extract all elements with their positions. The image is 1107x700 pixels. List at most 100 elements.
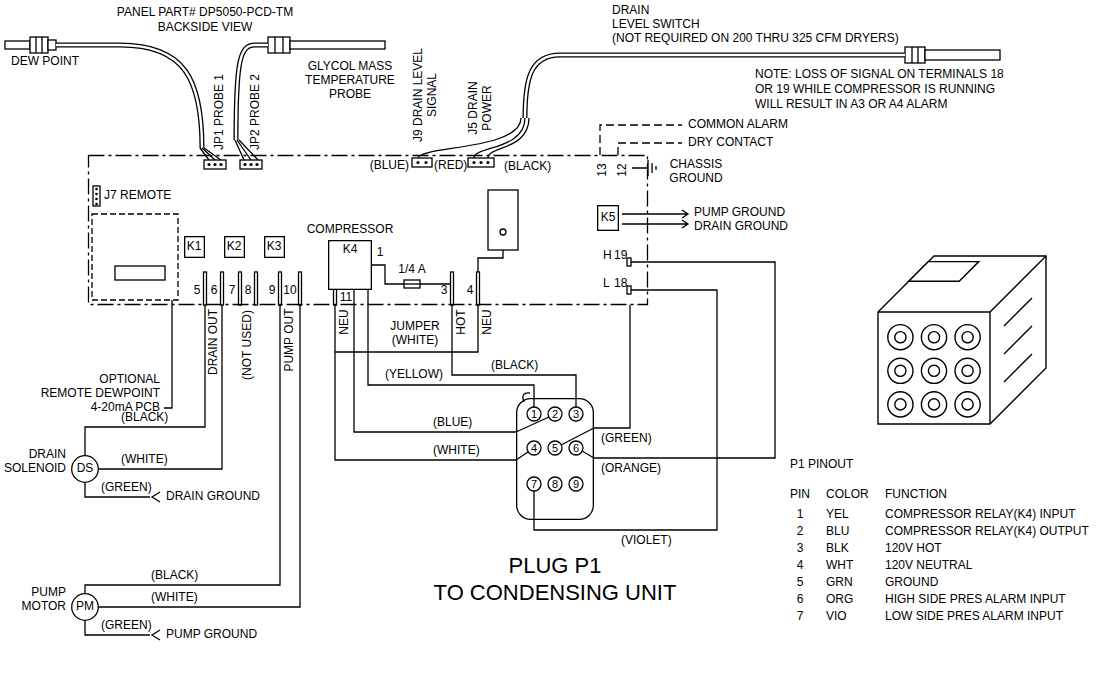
diagram-label: 3 bbox=[797, 542, 804, 556]
wire bbox=[99, 305, 300, 607]
diagram-label: 8 bbox=[245, 284, 252, 298]
diagram-label: H bbox=[603, 249, 612, 263]
diagram-label: ORG bbox=[826, 593, 853, 607]
diagram-label: PUMP bbox=[31, 586, 66, 600]
wire bbox=[335, 305, 516, 460]
diagram-label: YEL bbox=[826, 508, 849, 522]
diagram-label: 1/4 A bbox=[398, 263, 425, 277]
diagram-label: VIO bbox=[826, 610, 847, 624]
wire-color-label: (BLUE) bbox=[432, 416, 473, 430]
diagram-label: 6 bbox=[573, 442, 579, 455]
solenoid-symbol-text: DS bbox=[77, 462, 94, 476]
diagram-label: 6 bbox=[797, 593, 804, 607]
diagram-label: JUMPER bbox=[390, 320, 439, 334]
diagram-label: 3 bbox=[441, 284, 448, 298]
compressor-relay-text: COMPRESSOR bbox=[307, 223, 394, 237]
control-panel-text: PANEL PART# DP5050-PCD-TM bbox=[117, 6, 293, 20]
diagram-label: DRAIN bbox=[612, 4, 649, 18]
diagram-label: L bbox=[603, 277, 610, 291]
diagram-label: (BLUE) bbox=[370, 159, 409, 173]
diagram-label: SOLENOID bbox=[4, 462, 66, 476]
diagram-label: 120V HOT bbox=[885, 542, 942, 556]
diagram-label: 4 bbox=[531, 442, 537, 455]
diagram-label: DRAIN bbox=[29, 448, 66, 462]
compressor-relay: COMPRESSORK4 bbox=[328, 240, 372, 290]
diagram-label: GROUND bbox=[885, 576, 938, 590]
wire-color-label: (BLACK) bbox=[150, 569, 199, 583]
diagram-label: 9 bbox=[269, 284, 276, 298]
diagram-label: (NOT REQUIRED ON 200 THRU 325 CFM DRYERS… bbox=[612, 32, 899, 46]
diagram-label: 5 bbox=[552, 442, 558, 455]
wire-color-label: (WHITE) bbox=[432, 444, 481, 458]
diagram-label: 12 bbox=[616, 163, 630, 176]
wire-color-label: (WHITE) bbox=[150, 591, 199, 605]
diagram-label: P1 PINOUT bbox=[790, 458, 853, 472]
diagram-label: NEU bbox=[481, 309, 495, 334]
wire bbox=[534, 290, 717, 530]
wire bbox=[452, 305, 576, 398]
diagram-label: COMMON ALARM bbox=[688, 118, 788, 132]
wire-color-label: (BLACK) bbox=[120, 411, 169, 425]
diagram-label: 1 bbox=[377, 246, 384, 260]
diagram-label: 8 bbox=[552, 478, 558, 491]
diagram-label: WILL RESULT IN A3 OR A4 ALARM bbox=[755, 98, 948, 112]
diagram-label: DRAIN GROUND bbox=[694, 220, 788, 234]
diagram-label: 13 bbox=[596, 163, 610, 176]
relay-box-text: K3 bbox=[267, 240, 282, 254]
diagram-label: PUMP OUT bbox=[283, 308, 297, 371]
diagram-label: DRAIN GROUND bbox=[166, 490, 260, 504]
diagram-label: (NOT USED) bbox=[241, 310, 255, 380]
diagram-label: DRY CONTACT bbox=[688, 136, 773, 150]
diagram-label: 4 bbox=[797, 559, 804, 573]
diagram-label: 10 bbox=[283, 284, 296, 298]
diagram-label: JP2 PROBE 2 bbox=[249, 74, 263, 150]
diagram-label: DRAIN OUT bbox=[207, 309, 221, 375]
diagram-label: 7 bbox=[531, 478, 537, 491]
wire-color-label: (VIOLET) bbox=[620, 534, 673, 548]
wire-color-label: (YELLOW) bbox=[384, 368, 444, 382]
diagram-label: 3 bbox=[573, 408, 579, 421]
relay-box-text: K2 bbox=[227, 240, 242, 254]
motor-symbol-text: PM bbox=[76, 600, 94, 614]
plug-connector-text: PLUG P1 bbox=[509, 553, 602, 578]
diagram-label: COMPRESSOR RELAY(K4) INPUT bbox=[885, 508, 1075, 522]
diagram-label: JP1 PROBE 1 bbox=[213, 74, 227, 150]
diagram-label: 19 bbox=[614, 249, 627, 263]
diagram-label: (GREEN) bbox=[101, 619, 152, 633]
diagram-label: (BLACK) bbox=[504, 160, 551, 174]
diagram-label: PIN bbox=[790, 488, 810, 502]
diagram-label: 18 bbox=[614, 277, 627, 291]
diagram-label: J5 DRAIN POWER bbox=[467, 72, 495, 144]
diagram-label: PUMP GROUND bbox=[694, 206, 785, 220]
wire-color-label: (ORANGE) bbox=[600, 462, 662, 476]
solenoid-symbol: DS bbox=[71, 455, 99, 483]
diagram-label: DEW POINT bbox=[11, 55, 79, 69]
diagram-label: J7 REMOTE bbox=[104, 189, 171, 203]
wire-color-label: (WHITE) bbox=[120, 453, 169, 467]
diagram-label: WHT bbox=[826, 559, 853, 573]
diagram-label: 9 bbox=[573, 478, 579, 491]
diagram-label: PUMP GROUND bbox=[166, 628, 257, 642]
diagram-label: GLYCOL MASS TEMPERATURE PROBE bbox=[288, 60, 413, 101]
diagram-label: HIGH SIDE PRES ALARM INPUT bbox=[885, 593, 1066, 607]
diagram-label: OPTIONAL bbox=[99, 373, 160, 387]
wire-color-label: (BLACK) bbox=[490, 359, 539, 373]
wire-color-label: (GREEN) bbox=[600, 432, 653, 446]
control-panel: PANEL PART# DP5050-PCD-TMBACKSIDE VIEWK1… bbox=[88, 155, 648, 305]
wire bbox=[85, 305, 280, 593]
diagram-label: NEU bbox=[338, 309, 352, 334]
diagram-label: 2 bbox=[797, 525, 804, 539]
diagram-label: GRN bbox=[826, 576, 853, 590]
relay-box-text: K1 bbox=[187, 240, 202, 254]
diagram-label: 4 bbox=[467, 284, 474, 298]
diagram-label: 120V NEUTRAL bbox=[885, 559, 972, 573]
relay-box: K3 bbox=[264, 236, 285, 258]
diagram-label: CHASSIS GROUND bbox=[665, 158, 727, 186]
diagram-label: (RED) bbox=[434, 159, 467, 173]
diagram-label: 7 bbox=[229, 284, 236, 298]
diagram-label: 1 bbox=[531, 408, 537, 421]
diagram-label: OR 19 WHILE COMPRESSOR IS RUNNING bbox=[755, 83, 995, 97]
diagram-label: 2 bbox=[552, 408, 558, 421]
